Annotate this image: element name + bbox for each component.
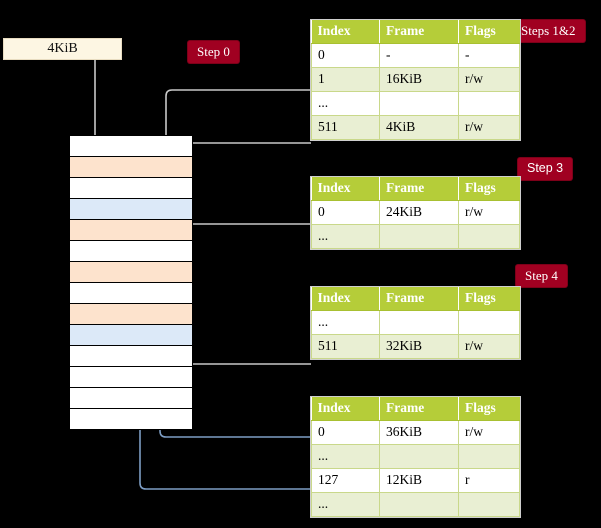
table-cell-index: 127: [311, 468, 380, 493]
table-cell-frame: 4KiB: [379, 115, 459, 140]
badge-step-3: Step 3: [518, 158, 573, 180]
badge-step-0: Step 0: [188, 41, 239, 63]
memory-row: [70, 156, 192, 177]
wire-l4-row1-to-memory: [165, 89, 311, 156]
memory-row: [70, 366, 192, 387]
column-header-index: Index: [311, 397, 380, 421]
memory-row: [70, 387, 192, 408]
table-cell-frame: 16KiB: [379, 67, 459, 92]
column-header-frame: Frame: [379, 20, 459, 44]
column-header-index: Index: [311, 287, 380, 311]
column-header-flags: Flags: [458, 397, 520, 421]
table-cell-index: ...: [311, 224, 380, 249]
table-cell-index: 0: [311, 420, 380, 445]
table-cell-index: 0: [311, 43, 380, 68]
table-cell-flags: [458, 91, 520, 116]
table-cell-flags: r: [458, 468, 520, 493]
table-cell-frame: [379, 310, 459, 335]
memory-row: [70, 240, 192, 261]
table-cell-index: ...: [311, 310, 380, 335]
wire-l3-row0-to-memory: [183, 223, 311, 266]
column-header-flags: Flags: [458, 20, 520, 44]
table-cell-flags: -: [458, 43, 520, 68]
table-cell-index: ...: [311, 444, 380, 469]
table-row: ...: [311, 224, 520, 249]
table-row: ...: [311, 310, 520, 335]
memory-row: [70, 219, 192, 240]
column-header-frame: Frame: [379, 177, 459, 201]
wire-memory-to-l1-row127: [133, 206, 311, 490]
table-cell-frame: 24KiB: [379, 200, 459, 225]
badge-steps-1-2: Steps 1&2: [512, 20, 585, 42]
column-header-frame: Frame: [379, 287, 459, 311]
memory-row: [70, 261, 192, 282]
memory-row: [70, 198, 192, 219]
table-cell-frame: [379, 444, 459, 469]
table-cell-flags: r/w: [458, 67, 520, 92]
memory-row: [70, 135, 192, 156]
table-row: ...: [311, 91, 520, 116]
wire-memory-to-l1-row0: [153, 326, 311, 438]
memory-row: [70, 282, 192, 303]
table-cell-frame: 36KiB: [379, 420, 459, 445]
table-cell-index: ...: [311, 91, 380, 116]
table-cell-frame: 32KiB: [379, 334, 459, 359]
table-row: 0--: [311, 43, 520, 68]
memory-row: [70, 408, 192, 429]
table-row: ...: [311, 444, 520, 469]
table-cell-index: ...: [311, 492, 380, 517]
table-cell-index: 0: [311, 200, 380, 225]
table-cell-frame: [379, 224, 459, 249]
table-cell-flags: r/w: [458, 334, 520, 359]
column-header-frame: Frame: [379, 397, 459, 421]
column-header-index: Index: [311, 177, 380, 201]
frame-label-box: 4KiB: [3, 38, 122, 60]
table-cell-index: 511: [311, 334, 380, 359]
wire-l2-row511-to-memory: [177, 316, 311, 365]
table-row: ...: [311, 492, 520, 517]
memory-row: [70, 345, 192, 366]
table-cell-flags: [458, 444, 520, 469]
badge-step-4: Step 4: [516, 265, 567, 287]
memory-row: [70, 324, 192, 345]
table-cell-flags: [458, 310, 520, 335]
table-cell-frame: 12KiB: [379, 468, 459, 493]
table-cell-flags: r/w: [458, 200, 520, 225]
frame-label-text: 4KiB: [47, 41, 78, 56]
memory-row: [70, 177, 192, 198]
table-cell-flags: r/w: [458, 420, 520, 445]
column-header-flags: Flags: [458, 177, 520, 201]
table-cell-frame: [379, 492, 459, 517]
column-header-index: Index: [311, 20, 380, 44]
table-cell-flags: r/w: [458, 115, 520, 140]
table-cell-index: 1: [311, 67, 380, 92]
column-header-flags: Flags: [458, 287, 520, 311]
table-cell-frame: [379, 91, 459, 116]
table-cell-index: 511: [311, 115, 380, 140]
physical-memory-column: [69, 135, 193, 430]
table-cell-flags: [458, 224, 520, 249]
table-cell-frame: -: [379, 43, 459, 68]
memory-row: [70, 303, 192, 324]
table-cell-flags: [458, 492, 520, 517]
